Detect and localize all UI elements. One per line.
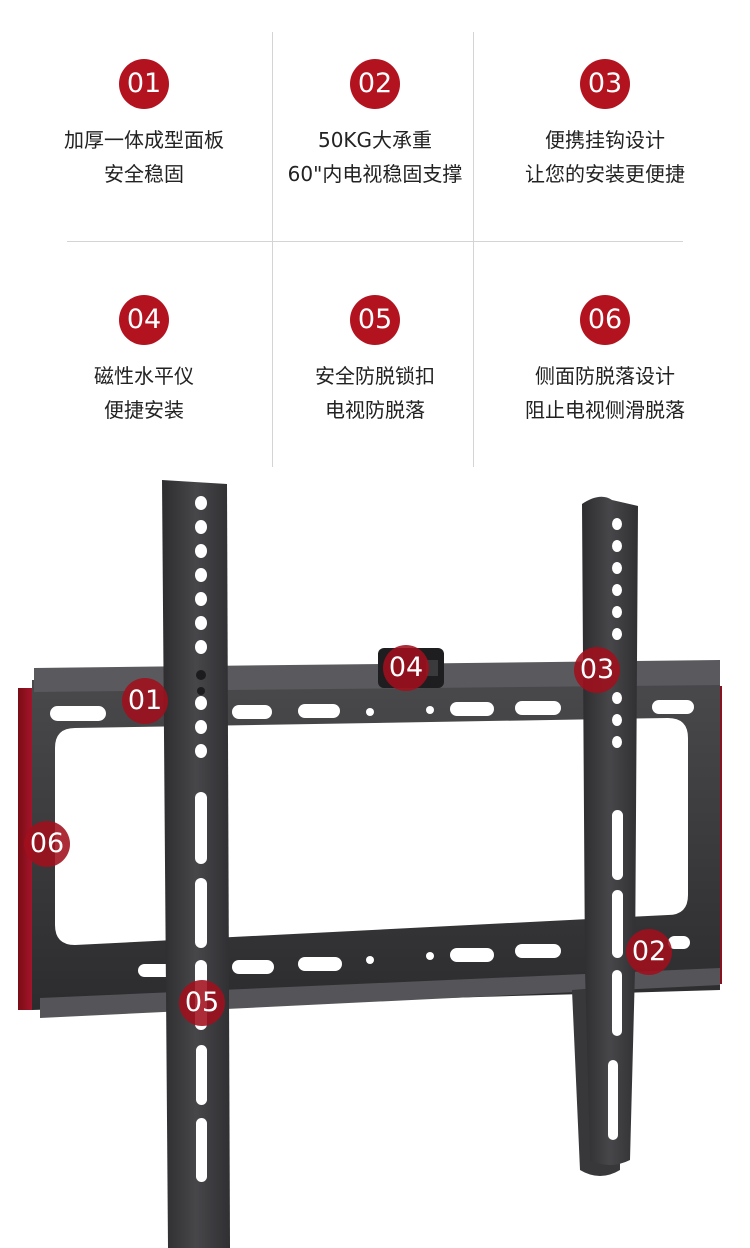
mount-slot bbox=[50, 706, 106, 721]
mount-slot bbox=[232, 705, 272, 719]
feature-title: 加厚一体成型面板 bbox=[64, 128, 224, 152]
left-arm-dark-holes bbox=[196, 670, 206, 695]
mount-slot bbox=[450, 702, 494, 716]
feature-item-02: 02 50KG大承重 60"内电视稳固支撑 bbox=[255, 59, 495, 191]
feature-subtitle: 让您的安装更便捷 bbox=[525, 162, 685, 186]
column-divider bbox=[272, 32, 273, 467]
row-divider bbox=[67, 241, 683, 242]
feature-title: 磁性水平仪 bbox=[94, 364, 194, 388]
left-arm-holes bbox=[195, 496, 207, 1182]
mount-slot bbox=[232, 960, 274, 974]
column-divider bbox=[473, 32, 474, 467]
feature-number-badge: 02 bbox=[350, 59, 400, 109]
mount-slot bbox=[450, 948, 494, 962]
mount-hole bbox=[366, 956, 374, 964]
callout-06: 06 bbox=[24, 821, 70, 867]
tv-wall-mount-illustration: 01 02 03 04 05 06 bbox=[0, 470, 750, 1248]
callout-02: 02 bbox=[626, 929, 672, 975]
feature-subtitle: 电视防脱落 bbox=[325, 398, 425, 422]
feature-title: 50KG大承重 bbox=[317, 128, 433, 152]
mount-slot bbox=[515, 701, 561, 715]
feature-subtitle: 便捷安装 bbox=[104, 398, 184, 422]
feature-item-03: 03 便携挂钩设计 让您的安装更便捷 bbox=[485, 59, 725, 191]
mount-slot bbox=[515, 944, 561, 958]
mount-hole bbox=[426, 952, 434, 960]
feature-grid: 01 加厚一体成型面板 安全稳固 02 50KG大承重 60"内电视稳固支撑 0… bbox=[0, 0, 750, 470]
mount-slot bbox=[298, 704, 340, 718]
feature-item-06: 06 侧面防脱落设计 阻止电视侧滑脱落 bbox=[485, 295, 725, 427]
mount-slot bbox=[138, 964, 172, 977]
feature-item-05: 05 安全防脱锁扣 电视防脱落 bbox=[255, 295, 495, 427]
wall-mount-drawing bbox=[18, 480, 722, 1248]
right-arm-holes bbox=[608, 518, 623, 1140]
mount-hole bbox=[366, 708, 374, 716]
level-clip bbox=[426, 660, 438, 676]
mount-slot bbox=[668, 936, 690, 949]
feature-number-badge: 05 bbox=[350, 295, 400, 345]
feature-number-badge: 01 bbox=[119, 59, 169, 109]
feature-subtitle: 60"内电视稳固支撑 bbox=[287, 162, 463, 186]
feature-title: 安全防脱锁扣 bbox=[315, 364, 435, 388]
mount-slot bbox=[652, 700, 694, 714]
feature-title: 便携挂钩设计 bbox=[545, 128, 665, 152]
feature-number-badge: 04 bbox=[119, 295, 169, 345]
feature-item-04: 04 磁性水平仪 便捷安装 bbox=[24, 295, 264, 427]
callout-01: 01 bbox=[122, 678, 168, 724]
feature-subtitle: 阻止电视侧滑脱落 bbox=[525, 398, 685, 422]
feature-subtitle: 安全稳固 bbox=[104, 162, 184, 186]
left-vertical-arm bbox=[162, 480, 230, 1248]
callout-05: 05 bbox=[179, 980, 225, 1026]
feature-item-01: 01 加厚一体成型面板 安全稳固 bbox=[24, 59, 264, 191]
mount-slot bbox=[298, 957, 342, 971]
feature-number-badge: 06 bbox=[580, 295, 630, 345]
mount-hole bbox=[426, 706, 434, 714]
callout-03: 03 bbox=[574, 647, 620, 693]
feature-title: 侧面防脱落设计 bbox=[535, 364, 675, 388]
feature-number-badge: 03 bbox=[580, 59, 630, 109]
callout-04: 04 bbox=[383, 645, 429, 691]
